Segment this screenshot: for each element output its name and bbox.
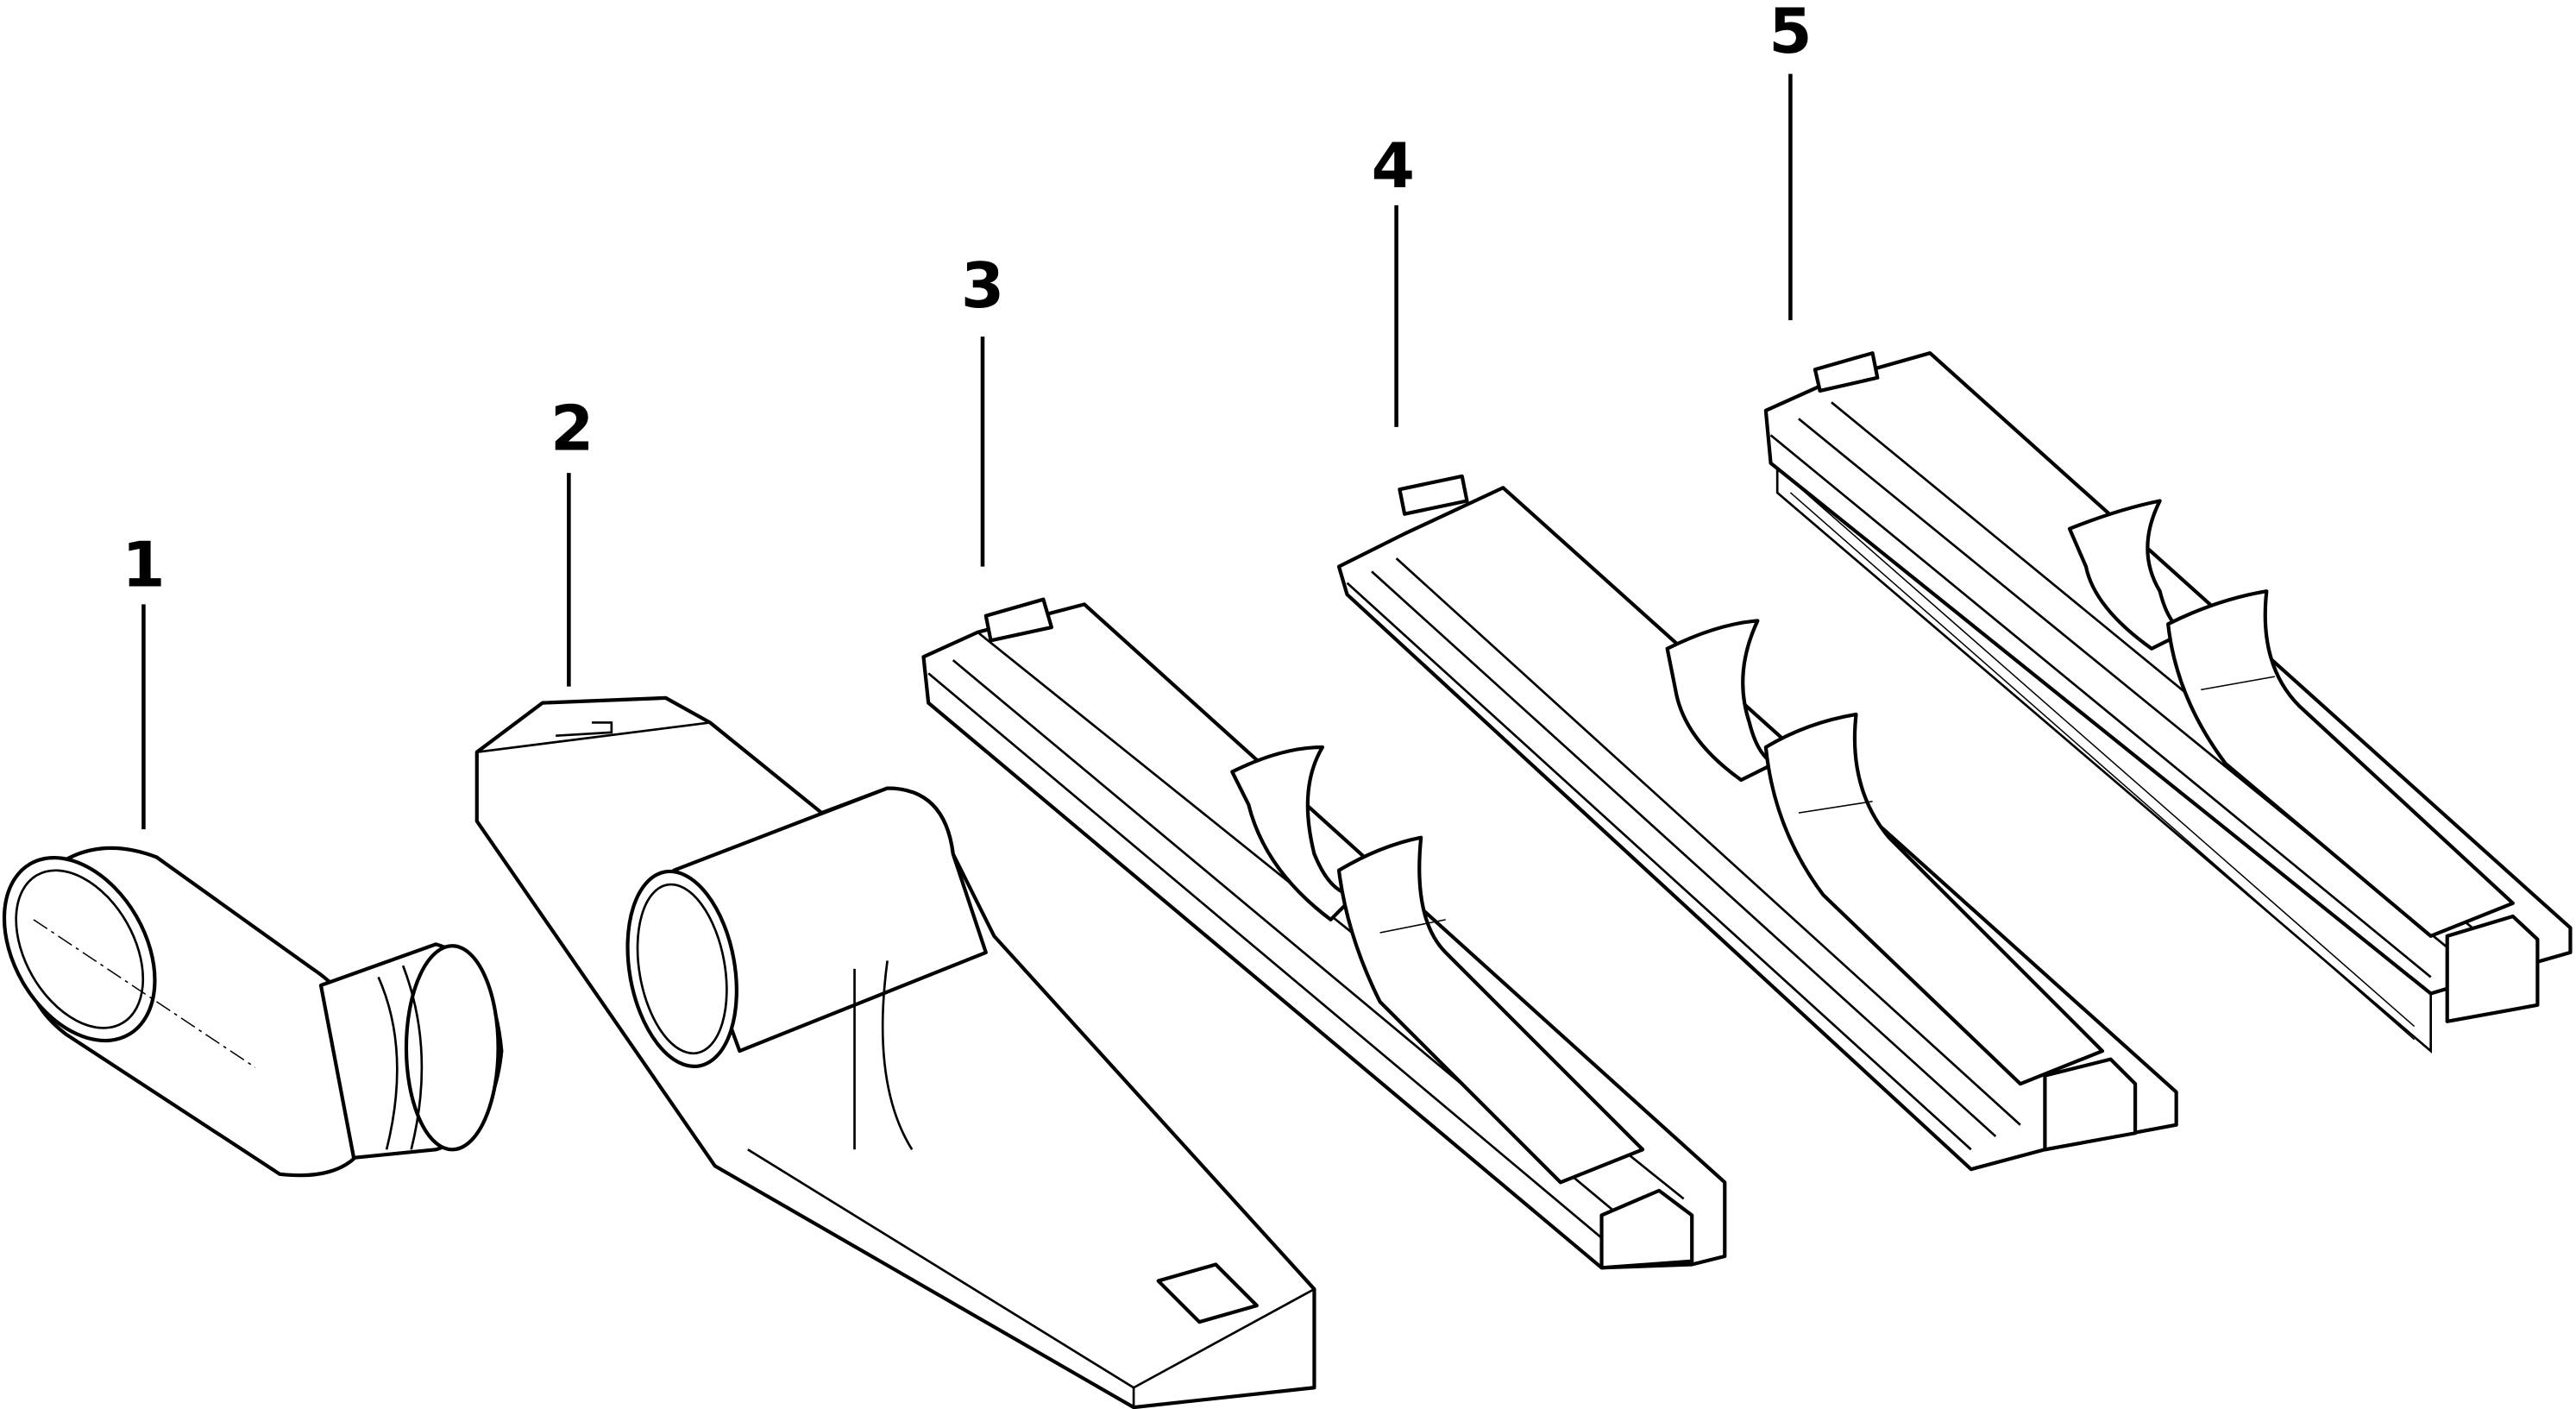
callout-label: 2 — [550, 393, 594, 465]
part-3-nozzle-insert — [921, 597, 1727, 1270]
callout-label: 5 — [1769, 0, 1812, 68]
callout-4: 4 — [1372, 130, 1415, 427]
callout-label: 4 — [1372, 130, 1415, 203]
callout-label: 1 — [122, 529, 165, 601]
callout-5: 5 — [1769, 0, 1813, 321]
callout-label: 3 — [961, 250, 1004, 323]
part-2-floor-nozzle-body — [474, 695, 1316, 1409]
part-4-nozzle-insert-lip — [1336, 474, 2178, 1172]
part-1-elbow-adapter — [2, 846, 504, 1178]
callout-2: 2 — [550, 393, 594, 687]
callout-1: 1 — [122, 529, 166, 830]
callout-3: 3 — [961, 250, 1004, 567]
part-5-nozzle-insert-brush — [1763, 351, 2573, 1054]
